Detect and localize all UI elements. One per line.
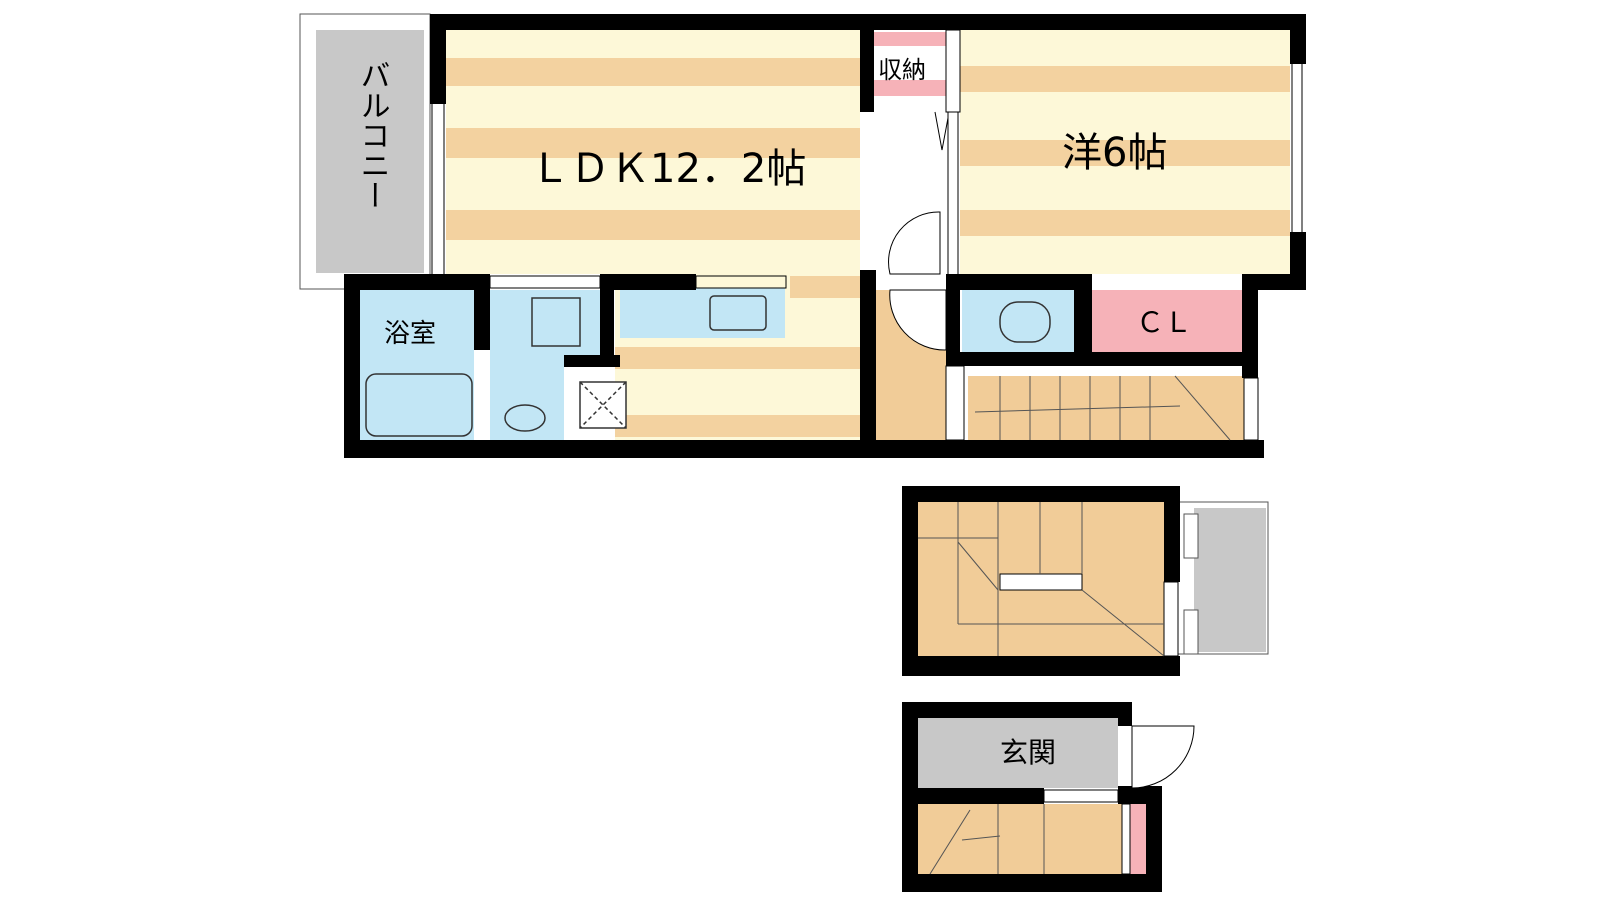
middle-stair-section [902, 486, 1269, 676]
balcony-label: バルコニー [355, 60, 390, 210]
washing-machine-icon [531, 297, 581, 347]
toilet-icon [999, 301, 1051, 343]
bathroom-label: 浴室 [384, 319, 436, 349]
ldk-label: ＬＤＫ12．2帖 [530, 146, 806, 192]
upper-walls [344, 14, 1306, 458]
kitchen-sink-icon [709, 295, 767, 331]
entrance-section [902, 702, 1195, 892]
western-room-floor [960, 30, 1290, 274]
wash-basin-icon [504, 404, 546, 432]
western-room-label: 洋6帖 [1062, 130, 1167, 176]
closet-label: ＣＬ [1136, 306, 1192, 339]
cl-closet [1092, 290, 1242, 352]
storage-label: 収納 [878, 56, 926, 84]
storage-closet [874, 32, 946, 96]
entrance-label: 玄関 [1000, 736, 1056, 769]
upper-fixtures [431, 29, 1303, 441]
bathtub-icon [365, 373, 473, 437]
upper-equipment [365, 295, 1051, 437]
upper-stair-lines [974, 375, 1231, 441]
balcony [299, 13, 431, 290]
ldk-floor [446, 30, 861, 440]
